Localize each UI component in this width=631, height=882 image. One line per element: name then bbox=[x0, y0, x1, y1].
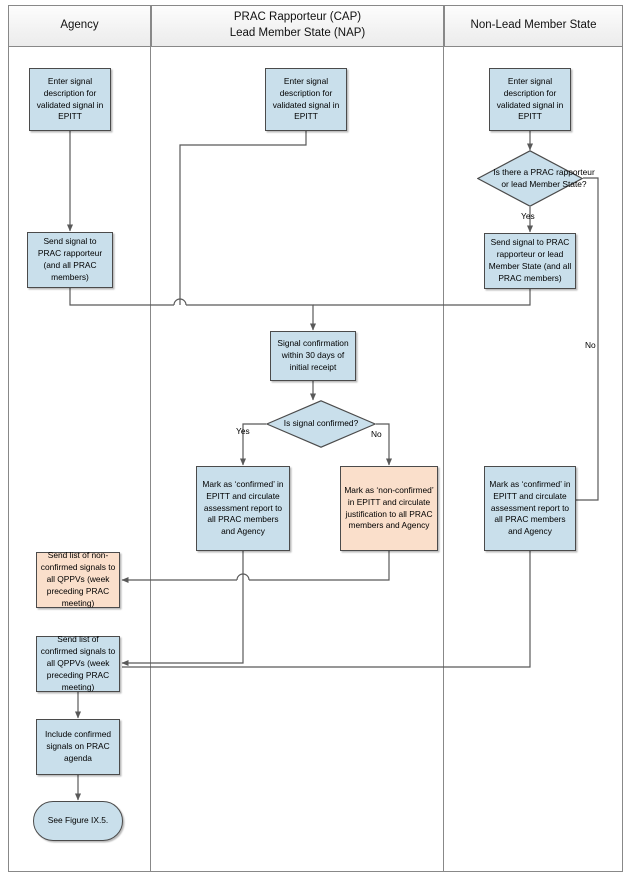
node-mark-confirmed[interactable]: Mark as ‘confirmed’ in EPITT and circula… bbox=[196, 466, 290, 551]
node-nonlead-send-label: Send signal to PRAC rapporteur or lead M… bbox=[488, 237, 572, 283]
lane-header-nonlead-label: Non-Lead Member State bbox=[470, 19, 597, 32]
node-decision-prac-rapporteur-exists-label: Is there a PRAC rapporteur or lead Membe… bbox=[493, 167, 595, 189]
node-confirmation-window-label: Signal confirmation within 30 days of in… bbox=[277, 338, 349, 372]
node-mark-non-confirmed-label: Mark as ‘non-confirmed’ in EPITT and cir… bbox=[344, 484, 434, 531]
lane-header-nonlead: Non-Lead Member State bbox=[444, 5, 623, 47]
edge-label-nonlead-yes-text: Yes bbox=[521, 211, 535, 221]
node-agency-next-figure[interactable]: See Figure IX.5. bbox=[33, 801, 123, 841]
lane-header-rapporteur-line1: PRAC Rapporteur (CAP) bbox=[233, 11, 362, 24]
edge-label-nonlead-yes: Yes bbox=[521, 211, 535, 221]
node-confirmation-window[interactable]: Signal confirmation within 30 days of in… bbox=[270, 331, 356, 381]
node-agency-send-label: Send signal to PRAC rapporteur (and all … bbox=[37, 236, 103, 282]
edge-label-nonlead-no: No bbox=[585, 340, 596, 350]
node-agency-list-confirmed-label: Send list of confirmed signals to all QP… bbox=[40, 634, 116, 692]
edge-label-confirm-yes-text: Yes bbox=[236, 426, 250, 436]
node-nonlead-send[interactable]: Send signal to PRAC rapporteur or lead M… bbox=[484, 233, 576, 289]
node-decision-prac-rapporteur-exists[interactable]: Is there a PRAC rapporteur or lead Membe… bbox=[477, 150, 595, 207]
node-decision-signal-confirmed-label: Is signal confirmed? bbox=[283, 418, 359, 429]
edge-label-confirm-yes: Yes bbox=[236, 426, 250, 436]
node-rapporteur-enter[interactable]: Enter signal description for validated s… bbox=[265, 68, 347, 131]
node-agency-agenda[interactable]: Include confirmed signals on PRAC agenda bbox=[36, 719, 120, 775]
node-nonlead-mark-confirmed[interactable]: Mark as ‘confirmed’ in EPITT and circula… bbox=[484, 466, 576, 551]
node-agency-list-confirmed[interactable]: Send list of confirmed signals to all QP… bbox=[36, 634, 120, 692]
node-nonlead-enter[interactable]: Enter signal description for validated s… bbox=[489, 68, 571, 131]
edge-label-confirm-no: No bbox=[371, 429, 382, 439]
lane-divider-2 bbox=[443, 47, 444, 872]
node-agency-list-nonconfirmed[interactable]: Send list of non-confirmed signals to al… bbox=[36, 550, 120, 608]
lane-header-agency-label: Agency bbox=[60, 19, 99, 32]
lane-header-agency: Agency bbox=[8, 5, 151, 47]
lane-header-rapporteur: PRAC Rapporteur (CAP) Lead Member State … bbox=[151, 5, 444, 47]
node-agency-agenda-label: Include confirmed signals on PRAC agenda bbox=[44, 729, 112, 763]
node-agency-send[interactable]: Send signal to PRAC rapporteur (and all … bbox=[27, 232, 113, 288]
lane-header-rapporteur-line2: Lead Member State (NAP) bbox=[229, 27, 366, 39]
node-nonlead-mark-confirmed-label: Mark as ‘confirmed’ in EPITT and circula… bbox=[489, 478, 571, 537]
node-agency-enter[interactable]: Enter signal description for validated s… bbox=[29, 68, 111, 131]
edge-label-nonlead-no-text: No bbox=[585, 340, 596, 350]
edge-label-confirm-no-text: No bbox=[371, 429, 382, 439]
node-agency-enter-label: Enter signal description for validated s… bbox=[36, 75, 104, 122]
node-decision-signal-confirmed[interactable]: Is signal confirmed? bbox=[266, 400, 376, 448]
node-mark-non-confirmed[interactable]: Mark as ‘non-confirmed’ in EPITT and cir… bbox=[340, 466, 438, 551]
node-agency-next-figure-label: See Figure IX.5. bbox=[47, 815, 109, 826]
lane-divider-1 bbox=[150, 47, 151, 872]
node-agency-list-nonconfirmed-label: Send list of non-confirmed signals to al… bbox=[40, 550, 116, 608]
node-rapporteur-enter-label: Enter signal description for validated s… bbox=[272, 75, 340, 122]
node-mark-confirmed-label: Mark as ‘confirmed’ in EPITT and circula… bbox=[202, 478, 284, 537]
node-nonlead-enter-label: Enter signal description for validated s… bbox=[496, 75, 564, 122]
